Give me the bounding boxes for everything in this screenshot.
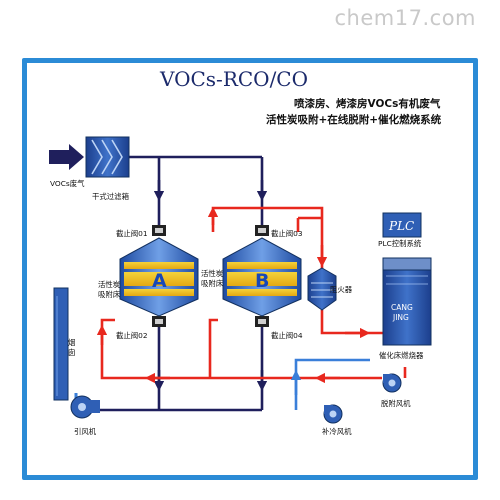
voc-pipes [100,155,268,412]
catalytic-burner-label: 催化床燃烧器 [379,351,424,360]
desorption-fan-label: 脱附风机 [381,399,411,408]
voc-inlet-arrow [49,144,84,170]
cang-jing-line-1: CANG [391,303,413,312]
adsorption-bed-a[interactable]: A [119,237,199,317]
flame-arrester[interactable] [307,267,337,311]
makeup-pipe [290,358,370,410]
diagram-title: VOCs-RCO/CO [159,67,308,91]
valve-03-label: 截止阀03 [271,229,303,238]
valve-01[interactable] [152,225,166,236]
valve-03[interactable] [255,225,269,236]
induced-draft-fan[interactable] [70,395,100,419]
catalytic-burner[interactable]: CANG JING [382,257,432,346]
chimney-label-1: 烟 [68,338,75,347]
desorption-fan[interactable] [382,373,402,393]
dry-filter [85,136,130,178]
bed-b-label-2: 吸附床 [201,279,224,288]
bed-a-label-1: 活性炭 [98,280,121,289]
makeup-fan-label: 补冷风机 [322,427,352,436]
valve-02-label: 截止阀02 [116,331,148,340]
bed-a-letter: A [152,270,167,292]
makeup-fan[interactable] [323,404,343,424]
plc-text: PLC [388,219,414,233]
bed-b-letter: B [255,270,269,292]
bed-a-label-2: 吸附床 [98,290,121,299]
plc-cabinet[interactable]: PLC [382,212,422,238]
plc-label: PLC控制系统 [378,239,422,248]
cang-jing-line-2: JING [392,313,409,322]
valve-01-label: 截止阀01 [116,229,148,238]
chimney-label-2: 囱 [68,348,75,357]
dry-filter-label: 干式过滤箱 [92,192,129,201]
voc-inlet-label: VOCs废气 [50,179,85,188]
flame-arrester-label: 阻火器 [330,285,353,294]
valve-02[interactable] [152,316,166,327]
watermark: chem17.com [334,6,476,30]
adsorption-bed-b[interactable]: B [222,237,302,317]
hot-pipes [96,206,407,384]
subtitle-line-2: 活性炭吸附+在线脱附+催化燃烧系统 [266,113,442,126]
valve-04[interactable] [255,316,269,327]
chimney [53,287,69,401]
subtitle-line-1: 喷漆房、烤漆房VOCs有机废气 [294,97,441,110]
bed-b-label-1: 活性炭 [201,269,224,278]
induced-fan-label: 引风机 [74,427,97,436]
valve-04-label: 截止阀04 [271,331,303,340]
